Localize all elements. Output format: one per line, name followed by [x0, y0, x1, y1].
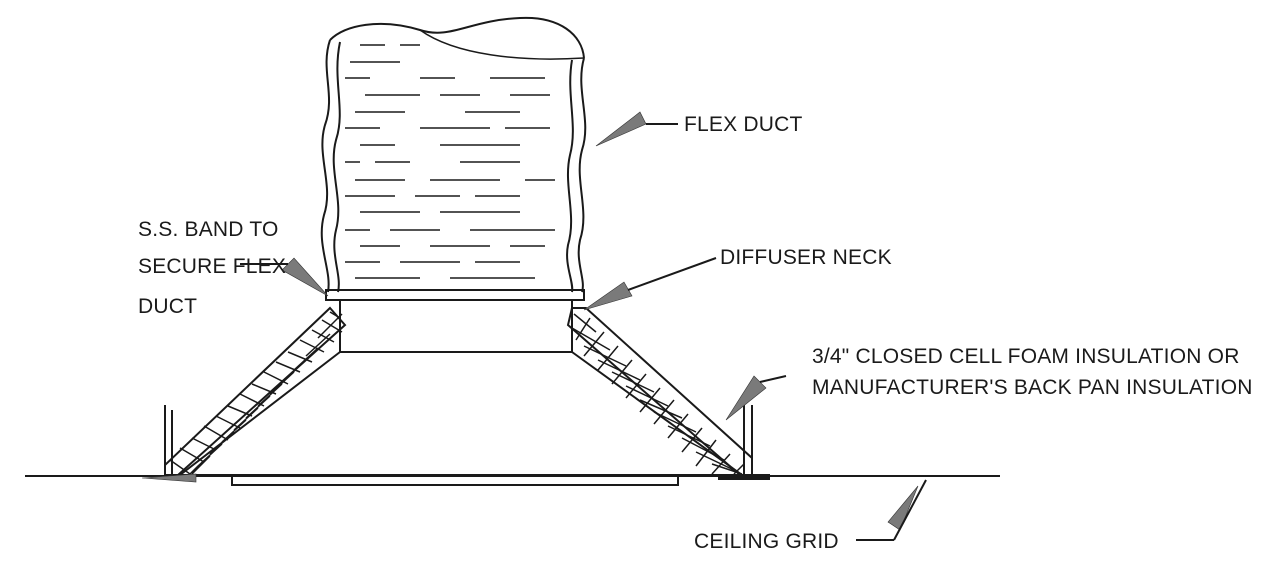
- label-ss-band-line1: S.S. BAND TO: [138, 218, 279, 241]
- leader-ceiling-grid: [856, 479, 927, 541]
- diffuser-neck: [339, 299, 573, 353]
- leader-left-bottom: [141, 473, 197, 483]
- label-insulation-line2: MANUFACTURER'S BACK PAN INSULATION: [812, 376, 1253, 399]
- label-flex-duct: FLEX DUCT: [684, 113, 802, 136]
- insulation-right: [566, 307, 753, 478]
- leader-flex-duct: [595, 111, 678, 147]
- leader-ss-band: [240, 257, 329, 297]
- label-insulation-line1: 3/4" CLOSED CELL FOAM INSULATION OR: [812, 345, 1240, 368]
- ss-band: [325, 289, 585, 301]
- leader-insulation: [725, 375, 787, 421]
- label-ceiling-grid: CEILING GRID: [694, 530, 839, 553]
- insulation-left: [164, 306, 347, 478]
- flex-duct: [320, 16, 587, 293]
- leader-diffuser-neck: [583, 257, 717, 311]
- duct-texture: [345, 44, 555, 279]
- label-ss-band-line3: DUCT: [138, 295, 197, 318]
- label-ss-band-line2: SECURE FLEX: [138, 255, 286, 278]
- grid-tee: [718, 474, 770, 480]
- label-diffuser-neck: DIFFUSER NECK: [720, 246, 892, 269]
